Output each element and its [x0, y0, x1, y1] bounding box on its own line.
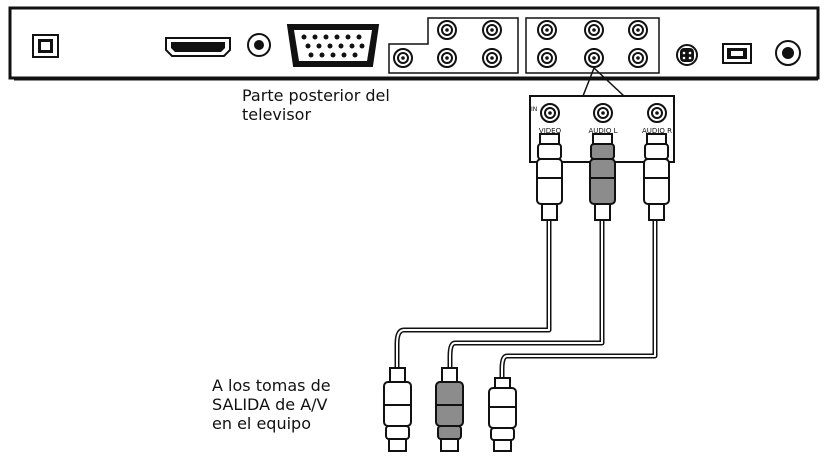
component-jack-group: [388, 17, 519, 74]
hdmi-port-icon: [165, 37, 231, 57]
in-label: IN: [531, 106, 537, 113]
av-jack-group: [525, 17, 660, 74]
audio-r-label: AUDIO R: [642, 127, 672, 135]
equipment-output-label: A los tomas de SALIDA de A/V en el equip…: [212, 376, 331, 433]
headphone-jack-icon: [775, 40, 801, 66]
audio-r-plug-bottom: [488, 377, 517, 452]
audio-r-plug-top: [643, 133, 670, 221]
tv-rear-label: Parte posterior del televisor: [242, 86, 390, 124]
equipment-output-label-line3: en el equipo: [212, 414, 311, 433]
usb-port-icon: [722, 43, 752, 64]
vga-port-icon: [286, 24, 380, 67]
av-cables-highlight: [396, 220, 656, 378]
video-plug-bottom: [383, 367, 412, 452]
zoom-callout-lines: [582, 67, 625, 97]
equipment-output-label-line2: SALIDA de A/V: [212, 395, 328, 414]
audio-l-plug-top: [589, 133, 616, 221]
av-cables: [394, 220, 658, 378]
audio-l-plug-bottom: [435, 367, 464, 452]
tv-rear-label-line2: televisor: [242, 105, 312, 124]
equipment-side-plugs: [383, 367, 517, 452]
video-cable: [394, 220, 552, 368]
audio-l-label: AUDIO L: [588, 127, 617, 135]
tv-side-plugs: [536, 133, 670, 221]
tv-rear-label-line1: Parte posterior del: [242, 86, 390, 105]
video-plug-top: [536, 133, 563, 221]
power-inlet-icon: [32, 34, 59, 58]
audio-jack-icon: [247, 33, 271, 57]
enlarged-jack-panel: IN VIDEO AUDIO L AUDIO R: [529, 95, 675, 163]
s-video-port-icon: [676, 44, 698, 66]
equipment-output-label-line1: A los tomas de: [212, 376, 331, 395]
video-label: VIDEO: [539, 127, 562, 135]
audio-r-cable: [499, 220, 658, 378]
audio-l-cable: [447, 220, 605, 368]
